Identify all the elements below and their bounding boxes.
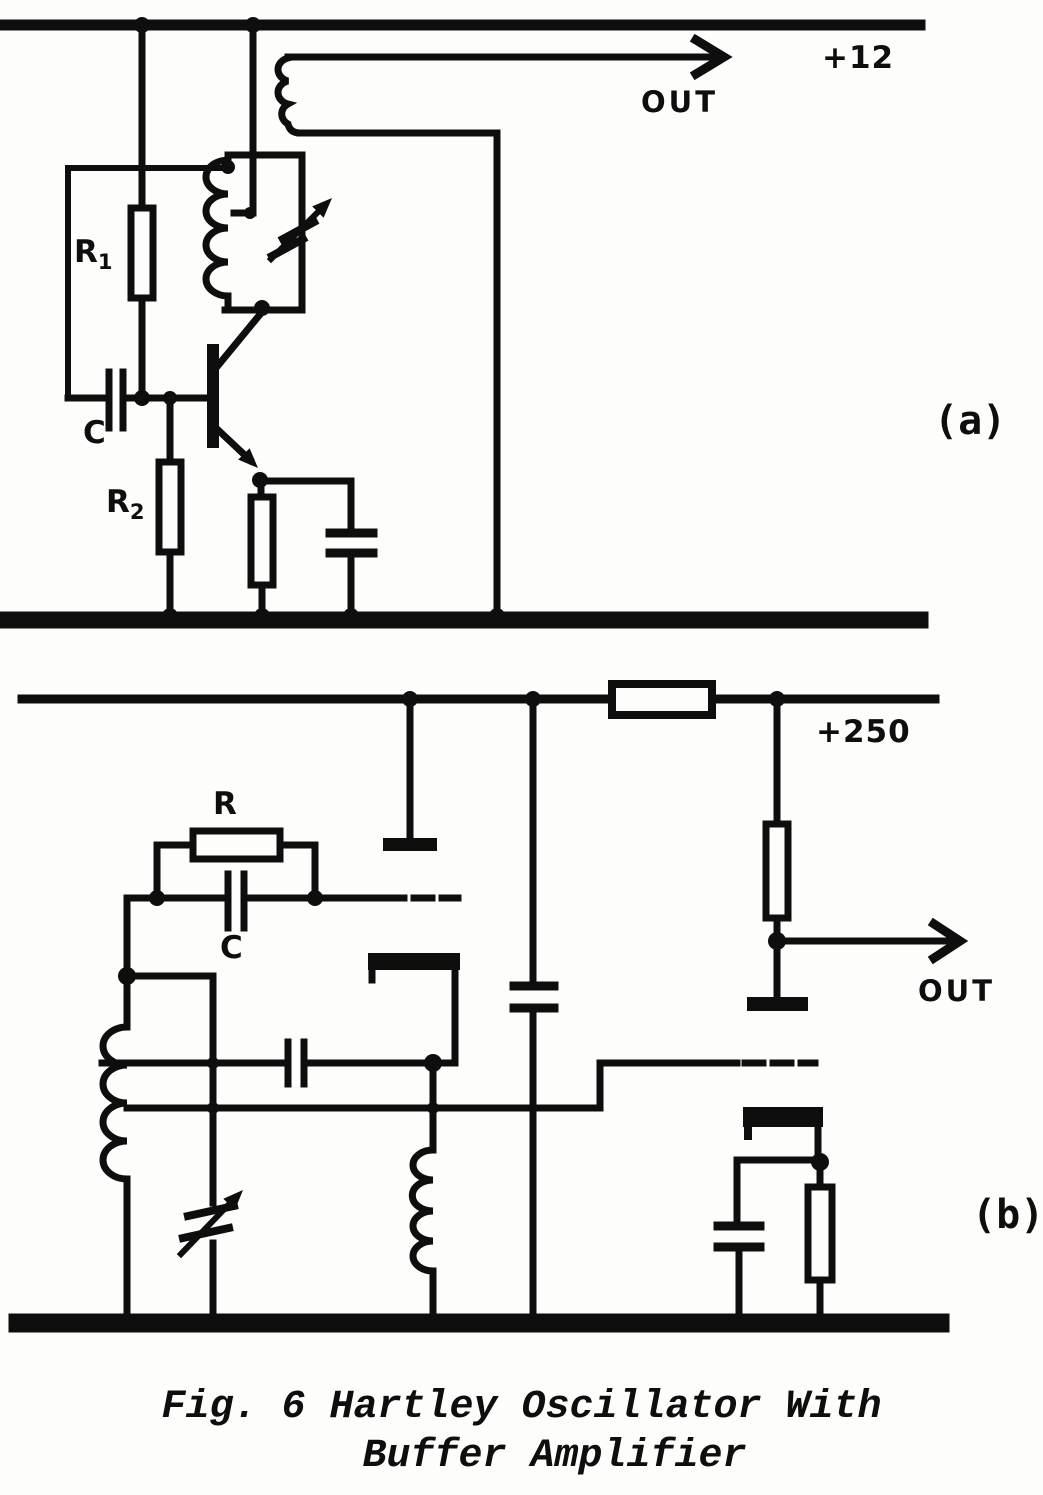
- emitter-resistor-icon: [247, 493, 277, 589]
- wire: [733, 1156, 822, 1226]
- junction-dots-a: [134, 17, 505, 624]
- plate-resistor-icon: [762, 820, 792, 922]
- plate-bar-icon: [747, 997, 808, 1011]
- r1-label-sub: 1: [97, 250, 113, 274]
- panel-label-b: (b): [972, 1192, 1043, 1238]
- tank-inductor-a-icon: [202, 156, 232, 314]
- out-arrowhead-b-icon: [927, 917, 969, 965]
- cathode-resistor-icon: [804, 1183, 836, 1284]
- grid-resistor-icon: [189, 827, 284, 863]
- variable-capacitor-a-icon: [266, 198, 332, 264]
- grid-bar-icon: [743, 1107, 823, 1127]
- out-arrowhead-a-icon: [689, 33, 733, 81]
- link-return-wire-a: [296, 129, 501, 616]
- circuit-b: [8, 680, 969, 1333]
- r-label-b: R: [213, 786, 237, 822]
- wire: [276, 841, 319, 902]
- out-label-a: OUT: [641, 85, 718, 119]
- c-label-b: C: [220, 930, 243, 966]
- r2-label: R2: [106, 484, 145, 524]
- plate-bar-icon: [383, 838, 437, 851]
- wire: [256, 477, 355, 533]
- resistor-r1-icon: [127, 204, 157, 302]
- grid-bar-icon: [368, 953, 460, 970]
- r1-label: R1: [74, 234, 113, 274]
- r1-label-main: R: [74, 234, 98, 270]
- r2-label-sub: 2: [129, 500, 145, 524]
- figure-caption: Fig. 6 Hartley Oscillator With Buffer Am…: [70, 1384, 973, 1482]
- variable-capacitor-b-icon: [176, 1190, 243, 1259]
- wire: [153, 841, 197, 902]
- supply-label-b: +250: [816, 714, 911, 750]
- r2-label-main: R: [106, 484, 130, 520]
- caption-line2: Buffer Amplifier: [362, 1433, 747, 1479]
- transistor-icon: [207, 307, 267, 468]
- caption-line1: Fig. 6 Hartley Oscillator With: [161, 1385, 882, 1430]
- resistor-r2-icon: [155, 458, 185, 556]
- panel-label-a: (a): [934, 398, 1007, 444]
- c-label-a: C: [83, 415, 106, 451]
- tank-inductor-b-icon: [99, 1023, 131, 1183]
- output-link-inductor-a-icon: [274, 53, 304, 137]
- dropping-resistor-icon: [608, 680, 716, 719]
- wire: [65, 165, 231, 401]
- junction-dots-b: [118, 691, 829, 1331]
- coil-tap-wire: [123, 972, 217, 1207]
- supply-label-a: +12: [822, 40, 895, 76]
- cathode-inductor-icon: [408, 1146, 437, 1275]
- circuit-a: [0, 17, 929, 629]
- out-label-b: OUT: [918, 974, 995, 1008]
- wire: [123, 1059, 741, 1112]
